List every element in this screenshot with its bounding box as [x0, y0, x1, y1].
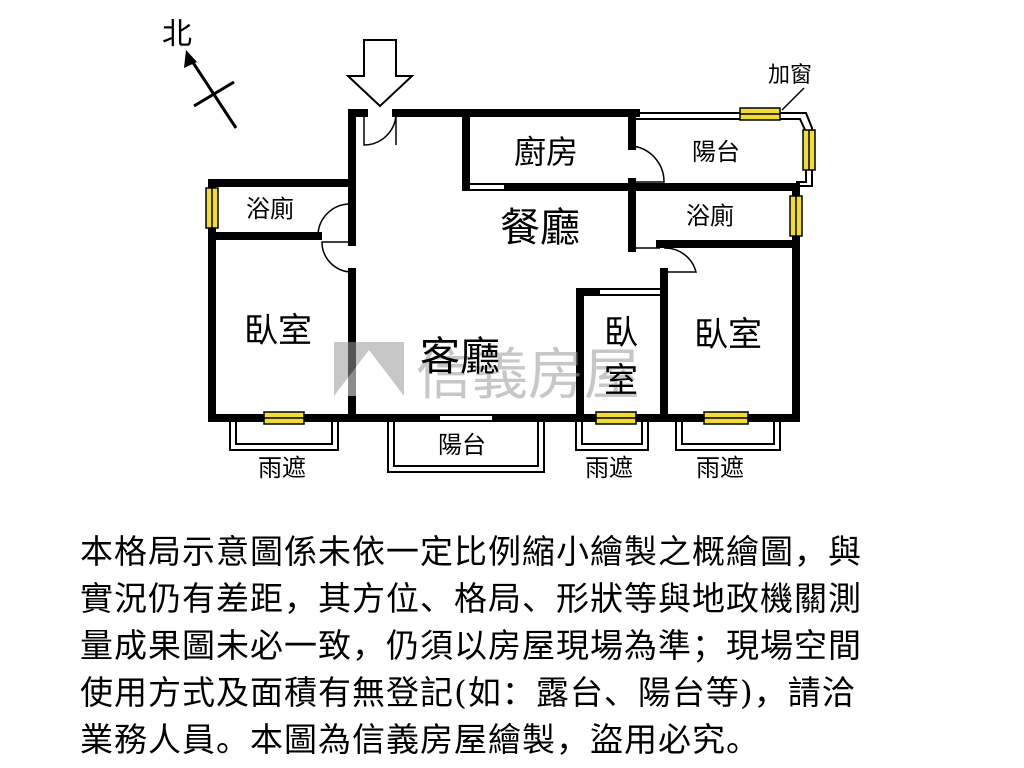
label-window-add: 加窗	[768, 63, 812, 88]
entrance-arrow-icon	[345, 39, 415, 108]
compass: 北	[162, 17, 238, 129]
label-balcony-top: 陽台	[692, 138, 740, 166]
watermark: 信義房屋	[334, 342, 640, 408]
floor-plan: 北	[162, 17, 816, 482]
disclaimer-text: 本格局示意圖係未依一定比例縮小繪製之概繪圖，與 實況仍有差距，其方位、格局、形狀…	[80, 528, 960, 763]
label-kitchen: 廚房	[514, 133, 578, 171]
compass-cross-line	[193, 80, 235, 108]
compass-north-label: 北	[162, 17, 192, 52]
entrance-door-swing	[363, 112, 397, 146]
label-bedroom-mid-1: 臥	[604, 313, 638, 353]
disclaimer-line: 本格局示意圖係未依一定比例縮小繪製之概繪圖，與	[80, 532, 862, 571]
label-dining: 餐廳	[500, 205, 580, 251]
window-callout-line	[781, 87, 805, 111]
windows	[205, 107, 816, 425]
label-canopy-2: 雨遮	[585, 454, 633, 482]
label-living: 客廳	[420, 334, 500, 380]
label-balcony-bottom: 陽台	[438, 431, 486, 459]
label-bedroom-mid-2: 室	[604, 361, 638, 401]
label-bedroom-left: 臥室	[244, 311, 312, 351]
left-bath-door-swing	[317, 203, 351, 237]
label-bedroom-right: 臥室	[694, 315, 762, 355]
compass-arrow-head	[184, 50, 197, 68]
label-bath-left: 浴廁	[246, 195, 294, 223]
right-bath-door-swing	[663, 247, 697, 273]
disclaimer-line: 實況仍有差距，其方位、格局、形狀等與地政機關測	[80, 579, 862, 618]
left-bedroom-door-swing	[321, 241, 353, 273]
disclaimer-line: 使用方式及面積有無登記(如：露台、陽台等)，請洽	[80, 673, 856, 712]
disclaimer-line: 業務人員。本圖為信義房屋繪製，盜用必究。	[80, 720, 760, 759]
label-bath-right: 浴廁	[686, 202, 734, 230]
label-canopy-3: 雨遮	[696, 454, 744, 482]
label-canopy-1: 雨遮	[258, 454, 306, 482]
kitchen-door-swing	[631, 145, 665, 183]
disclaimer-line: 量成果圖未必一致，仍須以房屋現場為準；現場空間	[80, 626, 862, 665]
room-labels: 加窗 廚房 陽台 浴廁 浴廁 餐廳 臥室 客廳 臥 室 臥室 陽台 雨遮 雨遮 …	[244, 63, 812, 482]
watermark-text: 信義房屋	[416, 343, 640, 408]
doors	[317, 112, 697, 273]
